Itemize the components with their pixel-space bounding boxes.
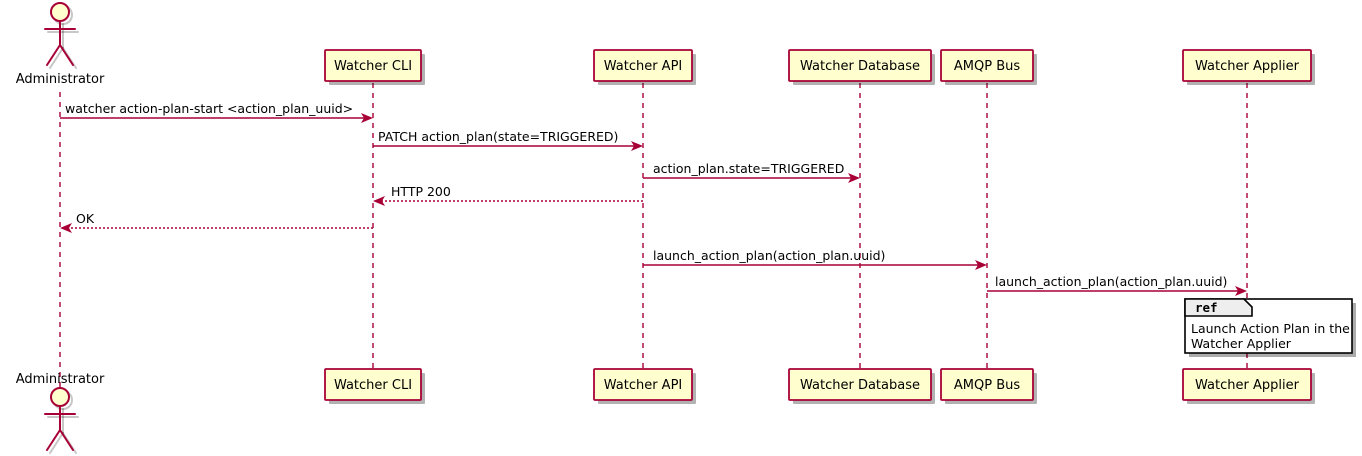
participant-watcher-applier-top[interactable]: Watcher Applier [1182, 49, 1315, 85]
actor-head-icon-bottom [50, 387, 70, 407]
participant-box[interactable] [940, 368, 1034, 401]
arrowhead-right-icon [848, 173, 860, 183]
actor-leg-right-bottom [59, 429, 74, 451]
actor-head-icon [50, 2, 70, 22]
participant-label: Watcher API [604, 378, 683, 393]
participant-watcher-applier-bottom[interactable]: Watcher Applier [1182, 368, 1315, 404]
message-label: OK [76, 211, 95, 226]
participant-box[interactable] [324, 368, 422, 401]
actor-leg-left [46, 44, 61, 66]
message-launch-action-plan-to-applier[interactable]: launch_action_plan(action_plan.uuid) [987, 274, 1247, 296]
participant-watcher-api-bottom[interactable]: Watcher API [593, 368, 696, 404]
ref-fragment-tab-label: ref [1195, 300, 1218, 315]
participant-box[interactable] [788, 49, 932, 82]
message-patch-action-plan[interactable]: PATCH action_plan(state=TRIGGERED) [373, 129, 643, 151]
participant-label: Watcher CLI [334, 59, 412, 74]
participant-label: Watcher Applier [1195, 59, 1300, 74]
actor-leg-left-bottom [46, 429, 61, 451]
participant-label: Watcher Database [800, 59, 920, 74]
arrowhead-right-icon [1235, 286, 1247, 296]
participant-label: AMQP Bus [954, 378, 1020, 393]
lifelines-group [59, 83, 1248, 392]
participant-label: Watcher CLI [334, 378, 412, 393]
participant-watcher-cli-bottom[interactable]: Watcher CLI [324, 368, 425, 404]
participant-box[interactable] [1182, 368, 1312, 401]
message-label: watcher action-plan-start <action_plan_u… [65, 101, 353, 116]
arrowhead-right-icon [631, 141, 643, 151]
participant-box[interactable] [788, 368, 932, 401]
ref-fragment[interactable]: ref Launch Action Plan in the Watcher Ap… [1184, 298, 1356, 357]
message-action-plan-state-triggered[interactable]: action_plan.state=TRIGGERED [643, 161, 860, 183]
actor-leg-right [59, 44, 74, 66]
message-label: PATCH action_plan(state=TRIGGERED) [378, 129, 618, 144]
actor-administrator-bottom[interactable]: Administrator [16, 372, 105, 454]
participant-box[interactable] [324, 49, 422, 82]
message-ok[interactable]: OK [60, 211, 373, 233]
message-label: HTTP 200 [391, 184, 451, 199]
arrowhead-right-icon [975, 260, 987, 270]
participant-watcher-api-top[interactable]: Watcher API [593, 49, 696, 85]
participant-amqp-bus-top[interactable]: AMQP Bus [940, 49, 1037, 85]
actor-administrator-top[interactable]: Administrator [16, 2, 105, 87]
participant-watcher-database-bottom[interactable]: Watcher Database [788, 368, 935, 404]
participant-label: Watcher Applier [1195, 378, 1300, 393]
arrowhead-left-icon [60, 223, 72, 233]
actor-label-bottom: Administrator [16, 372, 105, 387]
actor-label-top: Administrator [16, 72, 105, 87]
arrowhead-right-icon [361, 113, 373, 123]
ref-fragment-tab [1184, 298, 1253, 317]
message-http-200[interactable]: HTTP 200 [373, 184, 643, 206]
ref-fragment-line-1: Launch Action Plan in the [1191, 321, 1350, 336]
message-label: launch_action_plan(action_plan.uuid) [995, 274, 1227, 289]
participant-label: AMQP Bus [954, 59, 1020, 74]
participant-label: Watcher API [604, 59, 683, 74]
ref-fragment-line-2: Watcher Applier [1191, 336, 1292, 351]
participant-box[interactable] [593, 49, 693, 82]
message-launch-action-plan-to-amqp[interactable]: launch_action_plan(action_plan.uuid) [643, 248, 987, 270]
arrowhead-left-icon [373, 196, 385, 206]
participant-box[interactable] [1182, 49, 1312, 82]
message-watcher-action-plan-start[interactable]: watcher action-plan-start <action_plan_u… [60, 101, 373, 123]
message-label: action_plan.state=TRIGGERED [653, 161, 844, 176]
participant-amqp-bus-bottom[interactable]: AMQP Bus [940, 368, 1037, 404]
participant-box[interactable] [593, 368, 693, 401]
participant-watcher-cli-top[interactable]: Watcher CLI [324, 49, 425, 85]
participant-box[interactable] [940, 49, 1034, 82]
participant-label: Watcher Database [800, 378, 920, 393]
participant-watcher-database-top[interactable]: Watcher Database [788, 49, 935, 85]
message-label: launch_action_plan(action_plan.uuid) [653, 248, 885, 263]
